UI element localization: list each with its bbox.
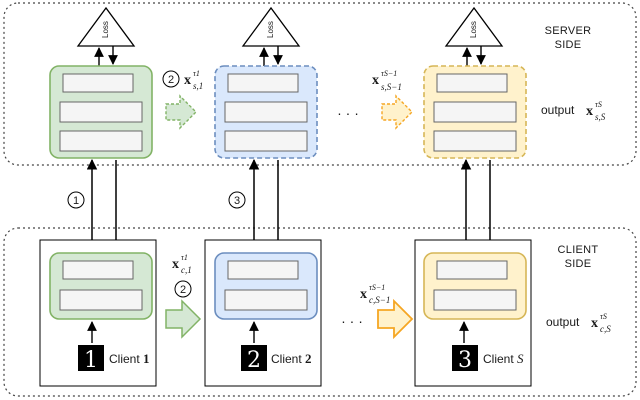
client-output-word: output (546, 315, 580, 329)
client-transfer-arrow-2 (377, 298, 414, 340)
server-output-sup: τS (595, 100, 602, 109)
step-number-3: 3 (234, 195, 240, 207)
svg-text:3: 3 (458, 348, 472, 373)
step-marker-1 (67, 191, 85, 209)
server-transfer-arrow-2 (381, 94, 413, 130)
server-model-2 (214, 65, 318, 159)
client-transfer-label-2: x (360, 287, 367, 302)
server-ellipsis: · · · (337, 105, 359, 121)
client-output-sup: τS (600, 312, 607, 321)
svg-text:2: 2 (247, 348, 261, 373)
client-transfer-label-1: x (172, 257, 179, 272)
step-number-1: 1 (73, 195, 79, 207)
server-output-var: x (586, 104, 593, 119)
client-transfer-label-2-sub: c,S−1 (369, 295, 390, 305)
client-output-var: x (591, 316, 598, 331)
client-side-label: CLIENT (558, 244, 599, 256)
server-side-region (3, 2, 637, 166)
client-transfer-arrow-1 (165, 299, 202, 339)
svg-text:Loss: Loss (469, 21, 478, 38)
loss-node-2: Loss (241, 6, 301, 47)
client-transfer-label-2-sup: τS−1 (369, 283, 385, 292)
digit-image-1: 1 (78, 345, 104, 373)
server-transfer-label-2: x (372, 73, 379, 88)
step-number-2-client: 2 (180, 284, 186, 296)
svg-text:1: 1 (84, 348, 98, 373)
loss-node-1: Loss (76, 6, 136, 47)
server-transfer-label-2-sub: s,S−1 (381, 82, 402, 92)
loss-node-3: Loss (444, 6, 504, 47)
server-transfer-label-1-sup: τ1 (193, 69, 200, 78)
client-label-1: Client 1 (109, 351, 150, 366)
client-label-2: Client 2 (271, 351, 312, 366)
digit-image-2: 2 (241, 345, 267, 373)
client-side-region (3, 227, 637, 397)
server-output-word: output (541, 103, 575, 117)
client-output-sub: c,S (600, 324, 611, 334)
svg-text:Loss: Loss (101, 21, 110, 38)
server-transfer-label-1: x (184, 73, 191, 88)
client-model-3 (423, 252, 527, 320)
client-side-label-2: SIDE (565, 258, 592, 270)
server-side-label-2: SIDE (555, 39, 582, 51)
server-transfer-label-2-sup: τS−1 (381, 69, 397, 78)
client-transfer-label-1-sup: τ1 (181, 253, 188, 262)
server-output-sub: s,S (595, 112, 606, 122)
digit-image-3: 3 (452, 345, 478, 373)
client-transfer-label-1-sub: c,1 (181, 265, 192, 275)
server-model-1 (49, 65, 153, 159)
server-model-3 (423, 65, 527, 159)
client-model-1 (49, 252, 153, 320)
server-side-label: SERVER (545, 25, 592, 37)
server-transfer-arrow-1 (165, 94, 197, 130)
step-marker-2-server (162, 70, 180, 88)
server-transfer-label-1-sub: s,1 (193, 81, 203, 91)
client-model-2 (214, 252, 318, 320)
step-number-2-server: 2 (168, 74, 174, 86)
svg-text:Loss: Loss (266, 21, 275, 38)
client-ellipsis: · · · (341, 313, 363, 329)
step-marker-3 (228, 191, 246, 209)
step-marker-2-client (174, 280, 192, 298)
client-label-3: Client S (483, 351, 524, 366)
